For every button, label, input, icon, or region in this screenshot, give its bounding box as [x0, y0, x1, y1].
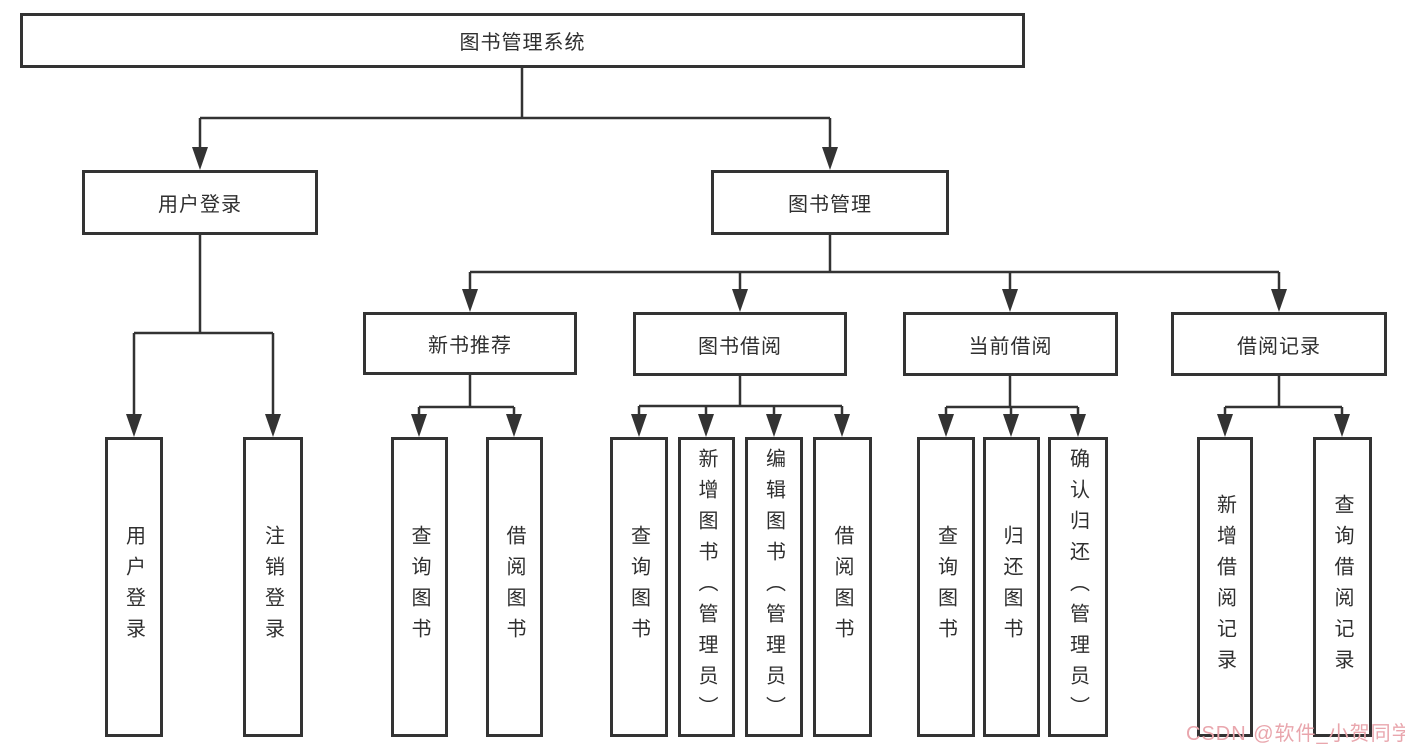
leaf-confirm-return-admin: 确认归还（管理员）: [1048, 437, 1108, 737]
leaf-add-book-admin: 新增图书（管理员）: [678, 437, 735, 737]
node-book-management: 图书管理: [711, 170, 949, 235]
leaf-return-book: 归还图书: [983, 437, 1040, 737]
leaf-borrow-books-borrowing: 借阅图书: [813, 437, 872, 737]
leaf-query-books-current: 查询图书: [917, 437, 975, 737]
node-current-borrowing: 当前借阅: [903, 312, 1118, 376]
leaf-user-login: 用户登录: [105, 437, 163, 737]
leaf-edit-book-admin: 编辑图书（管理员）: [745, 437, 803, 737]
leaf-add-borrow-record: 新增借阅记录: [1197, 437, 1253, 737]
leaf-query-books-recommend: 查询图书: [391, 437, 448, 737]
leaf-borrow-books-recommend: 借阅图书: [486, 437, 543, 737]
node-borrow-records: 借阅记录: [1171, 312, 1387, 376]
leaf-query-borrow-record: 查询借阅记录: [1313, 437, 1372, 737]
leaf-query-books-borrowing: 查询图书: [610, 437, 668, 737]
node-user-login: 用户登录: [82, 170, 318, 235]
node-book-borrowing: 图书借阅: [633, 312, 847, 376]
node-library-management-system: 图书管理系统: [20, 13, 1025, 68]
node-new-book-recommendation: 新书推荐: [363, 312, 577, 375]
leaf-logout: 注销登录: [243, 437, 303, 737]
csdn-watermark: CSDN @软件_小贺同学: [1186, 723, 1405, 745]
